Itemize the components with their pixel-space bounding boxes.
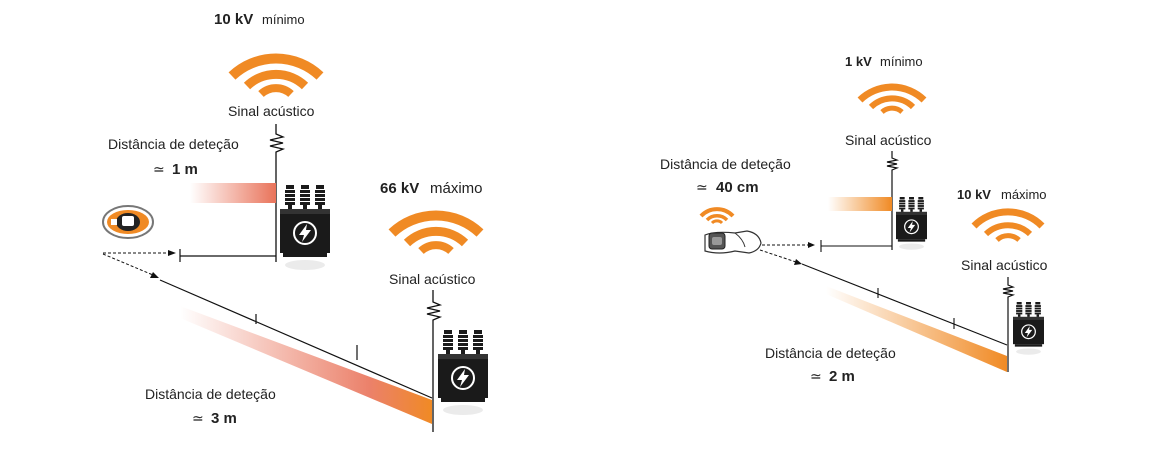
top-voltage-value: 1 kV (845, 54, 872, 69)
near-detection-label: Distância de deteção (108, 136, 239, 152)
approx-symbol: ≃ (153, 161, 165, 177)
signal-waves-icon (228, 53, 324, 98)
signal-waves-icon (971, 208, 1045, 242)
right-signal-label: Sinal acústico (961, 257, 1048, 273)
transformer-icon (1012, 301, 1045, 356)
dashed-arrow (759, 249, 797, 263)
left-scene: 10 kV mínimo Sinal acústico Distância de… (102, 11, 489, 432)
top-voltage-value: 10 kV (214, 11, 253, 28)
wrist-detector-icon (704, 230, 762, 254)
signal-waves-icon (699, 207, 735, 225)
far-distance-line (801, 263, 1008, 346)
dashed-arrow (102, 253, 154, 276)
far-detection-value: 3 m (211, 410, 237, 427)
signal-line (1002, 277, 1016, 372)
approx-symbol: ≃ (192, 410, 204, 426)
near-detection-label: Distância de deteção (660, 156, 791, 172)
far-detection-value: 2 m (829, 368, 855, 385)
signal-waves-icon (857, 83, 927, 115)
far-detection-label: Distância de deteção (145, 386, 276, 402)
top-voltage-qualifier: mínimo (262, 12, 305, 27)
signal-line (426, 290, 443, 432)
transformer-icon (895, 196, 928, 251)
handheld-detector-icon (102, 205, 154, 239)
near-detection-value: 1 m (172, 161, 198, 178)
right-signal-label: Sinal acústico (389, 271, 476, 287)
approx-symbol: ≃ (810, 368, 822, 384)
near-detection-value: 40 cm (716, 179, 759, 196)
transformer-icon (279, 184, 331, 271)
near-detection-bar (190, 183, 276, 203)
right-voltage-qualifier: máximo (430, 180, 483, 197)
right-voltage-qualifier: máximo (1001, 187, 1047, 202)
transformer-icon (437, 329, 489, 416)
top-signal-label: Sinal acústico (228, 103, 315, 119)
approx-symbol: ≃ (696, 179, 708, 195)
right-voltage-value: 66 kV (380, 180, 419, 197)
far-detection-band (826, 286, 1007, 372)
signal-line (269, 124, 286, 262)
top-voltage-qualifier: mínimo (880, 54, 923, 69)
far-detection-label: Distância de deteção (765, 345, 896, 361)
right-scene: 1 kV mínimo Sinal acústico Distância de … (660, 54, 1048, 385)
right-voltage-value: 10 kV (957, 187, 991, 202)
top-signal-label: Sinal acústico (845, 132, 932, 148)
far-distance-line (159, 279, 433, 399)
far-detection-band (180, 306, 432, 424)
signal-waves-icon (388, 210, 484, 255)
signal-line (886, 151, 900, 250)
near-detection-bar (828, 197, 892, 211)
